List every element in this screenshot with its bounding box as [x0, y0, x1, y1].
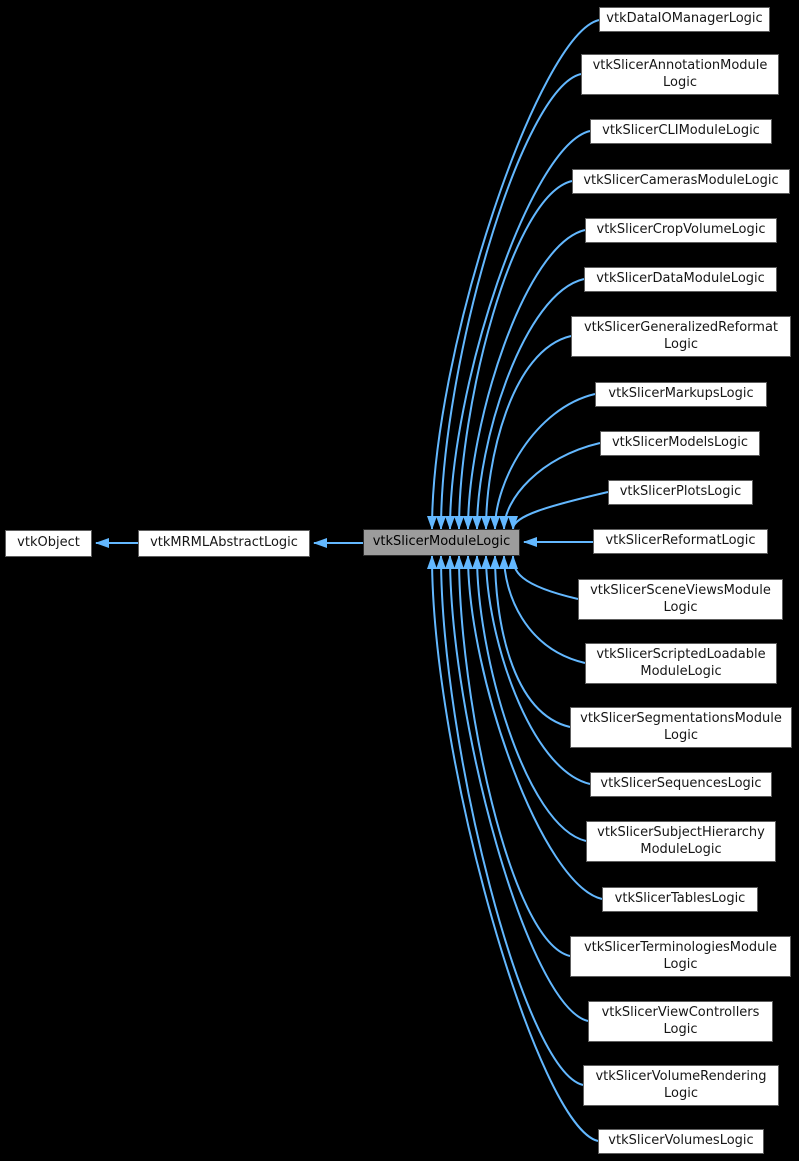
node-label: vtkSlicerAnnotationModule Logic [592, 57, 768, 90]
node-vtkslicerscriptedloadablemodulelogic[interactable]: vtkSlicerScriptedLoadable ModuleLogic [585, 643, 777, 684]
node-vtkmrmlabstractlogic[interactable]: vtkMRMLAbstractLogic [138, 530, 310, 557]
node-label: vtkSlicerCLIModuleLogic [602, 123, 760, 139]
node-label: vtkSlicerTerminologiesModule Logic [583, 939, 778, 972]
node-label: vtkSlicerViewControllers Logic [601, 1004, 760, 1037]
edge-camerasmodulelogic [454, 180, 573, 530]
edge-datamodulelogic [472, 278, 585, 530]
node-label: vtkSlicerTablesLogic [614, 891, 746, 907]
node-vtkslicersegmentationsmodulelogic[interactable]: vtkSlicerSegmentationsModule Logic [570, 707, 792, 748]
node-label: vtkDataIOManagerLogic [606, 11, 763, 27]
edge-sceneviewsmodulelogic [508, 555, 579, 600]
edge-segmentationsmodulelogic [490, 555, 571, 728]
node-label: vtkMRMLAbstractLogic [150, 535, 298, 551]
node-vtkslicervolumeslogic[interactable]: vtkSlicerVolumesLogic [598, 1129, 764, 1154]
node-vtkslicersceneviewsmodulelogic[interactable]: vtkSlicerSceneViewsModule Logic [578, 579, 783, 620]
node-label: vtkSlicerSubjectHierarchy ModuleLogic [597, 824, 765, 857]
edge-modelslogic [499, 442, 601, 530]
node-vtkslicersubjecthierarchymodulelogic[interactable]: vtkSlicerSubjectHierarchy ModuleLogic [586, 821, 776, 862]
edge-subjecthierarchymodulelogic [472, 555, 587, 842]
node-vtkslicersequenceslogic[interactable]: vtkSlicerSequencesLogic [590, 772, 772, 797]
node-vtkslicercropvolumelogic[interactable]: vtkSlicerCropVolumeLogic [585, 218, 777, 243]
node-label: vtkSlicerPlotsLogic [619, 484, 742, 500]
edge-sequenceslogic [481, 555, 591, 785]
node-label: vtkSlicerGeneralizedReformat Logic [583, 319, 779, 352]
node-label: vtkSlicerVolumeRendering Logic [595, 1068, 767, 1101]
edge-markupslogic [490, 393, 596, 530]
node-label: vtkSlicerScriptedLoadable ModuleLogic [596, 646, 766, 679]
node-vtkslicerdatamodulelogic[interactable]: vtkSlicerDataModuleLogic [584, 267, 777, 292]
edge-climodulelogic [445, 130, 591, 530]
node-vtkslicervolumerenderinglogic[interactable]: vtkSlicerVolumeRendering Logic [583, 1065, 779, 1106]
edge-viewcontrollerslogic [445, 555, 589, 1022]
node-vtkslicercamerasmodulelogic[interactable]: vtkSlicerCamerasModuleLogic [572, 169, 790, 194]
node-label: vtkSlicerDataModuleLogic [596, 271, 765, 287]
node-label: vtkSlicerSegmentationsModule Logic [580, 710, 782, 743]
node-label: vtkObject [17, 535, 80, 551]
edge-dataiomanagerlogic [427, 19, 600, 530]
node-vtkslicermarkupslogic[interactable]: vtkSlicerMarkupsLogic [595, 382, 767, 407]
edge-scriptedloadablemodulelogic [499, 555, 586, 664]
node-label: vtkSlicerCamerasModuleLogic [583, 173, 779, 189]
node-vtkslicermodulelogic-current: vtkSlicerModuleLogic [363, 529, 520, 556]
node-label: vtkSlicerReformatLogic [605, 533, 756, 549]
node-vtkslicermodelslogic[interactable]: vtkSlicerModelsLogic [600, 431, 760, 456]
node-vtkslicertableslogic[interactable]: vtkSlicerTablesLogic [602, 887, 758, 912]
node-vtkslicergeneralizedreformatlogic[interactable]: vtkSlicerGeneralizedReformat Logic [571, 316, 791, 357]
edge-volumeslogic [427, 555, 599, 1142]
node-vtkslicerannotationmodulelogic[interactable]: vtkSlicerAnnotationModule Logic [581, 54, 779, 95]
edge-annotationmodulelogic [436, 73, 582, 530]
node-vtkslicerreformatlogic[interactable]: vtkSlicerReformatLogic [593, 529, 768, 554]
node-vtkobject[interactable]: vtkObject [5, 530, 92, 557]
node-vtkslicerclimodulelogic[interactable]: vtkSlicerCLIModuleLogic [590, 119, 772, 144]
node-label: vtkSlicerModelsLogic [611, 435, 749, 451]
edge-generalizedreformatlogic [481, 335, 572, 530]
node-vtkslicerterminologiesmodulelogic[interactable]: vtkSlicerTerminologiesModule Logic [570, 936, 791, 977]
node-vtkslicerviewcontrollerslogic[interactable]: vtkSlicerViewControllers Logic [588, 1001, 773, 1042]
edge-plotslogic [508, 491, 609, 530]
node-label: vtkSlicerCropVolumeLogic [596, 222, 766, 238]
edge-volumerenderinglogic [436, 555, 584, 1086]
node-label: vtkSlicerMarkupsLogic [608, 386, 754, 402]
edge-terminologiesmodulelogic [454, 555, 571, 957]
node-label: vtkSlicerSceneViewsModule Logic [590, 582, 771, 615]
node-vtkslicerplotslogic[interactable]: vtkSlicerPlotsLogic [608, 480, 753, 505]
node-label: vtkSlicerModuleLogic [372, 534, 511, 550]
node-label: vtkSlicerVolumesLogic [608, 1133, 754, 1149]
node-vtkdataiomanagerlogic[interactable]: vtkDataIOManagerLogic [599, 7, 770, 32]
node-label: vtkSlicerSequencesLogic [600, 776, 762, 792]
edge-cropvolumelogic [463, 229, 586, 530]
